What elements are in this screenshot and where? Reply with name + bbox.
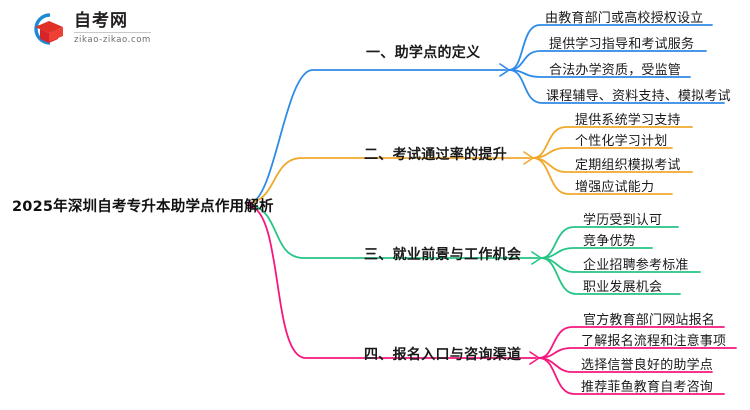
- branch-node-3[interactable]: 三、就业前景与工作机会: [364, 247, 522, 263]
- leaf-node-2-1[interactable]: 提供系统学习支持: [575, 113, 681, 128]
- leaf-node-3-3[interactable]: 企业招聘参考标准: [583, 258, 689, 273]
- leaf-node-1-2[interactable]: 提供学习指导和考试服务: [549, 37, 695, 52]
- logo-url: zikao-zikao.com: [74, 35, 151, 46]
- leaf-node-1-3[interactable]: 合法办学资质，受监管: [549, 63, 682, 78]
- branch-node-2[interactable]: 二、考试通过率的提升: [364, 147, 507, 163]
- leaf-node-3-4[interactable]: 职业发展机会: [583, 280, 663, 295]
- graduation-cap-icon: [28, 12, 70, 46]
- logo-text: 自考网 zikao-zikao.com: [74, 13, 151, 45]
- leaf-node-1-1[interactable]: 由教育部门或高校授权设立: [545, 11, 704, 26]
- leaf-node-3-2[interactable]: 竞争优势: [583, 234, 636, 249]
- site-logo: 自考网 zikao-zikao.com: [28, 10, 178, 48]
- logo-name: 自考网: [74, 13, 151, 34]
- leaf-node-4-4[interactable]: 推荐菲鱼教育自考咨询: [581, 380, 714, 395]
- leaf-node-4-2[interactable]: 了解报名流程和注意事项: [581, 334, 727, 349]
- leaf-node-4-1[interactable]: 官方教育部门网站报名: [583, 313, 716, 328]
- leaf-node-2-3[interactable]: 定期组织模拟考试: [575, 158, 681, 173]
- branch-node-1[interactable]: 一、助学点的定义: [366, 45, 481, 61]
- leaf-node-2-4[interactable]: 增强应试能力: [575, 180, 655, 195]
- root-node[interactable]: 2025年深圳自考专升本助学点作用解析: [12, 199, 274, 215]
- leaf-node-1-4[interactable]: 课程辅导、资料支持、模拟考试: [546, 89, 731, 104]
- branch-node-4[interactable]: 四、报名入口与咨询渠道: [364, 347, 522, 363]
- leaf-node-3-1[interactable]: 学历受到认可: [583, 213, 663, 228]
- leaf-node-4-3[interactable]: 选择信誉良好的助学点: [581, 358, 714, 373]
- leaf-node-2-2[interactable]: 个性化学习计划: [575, 134, 668, 149]
